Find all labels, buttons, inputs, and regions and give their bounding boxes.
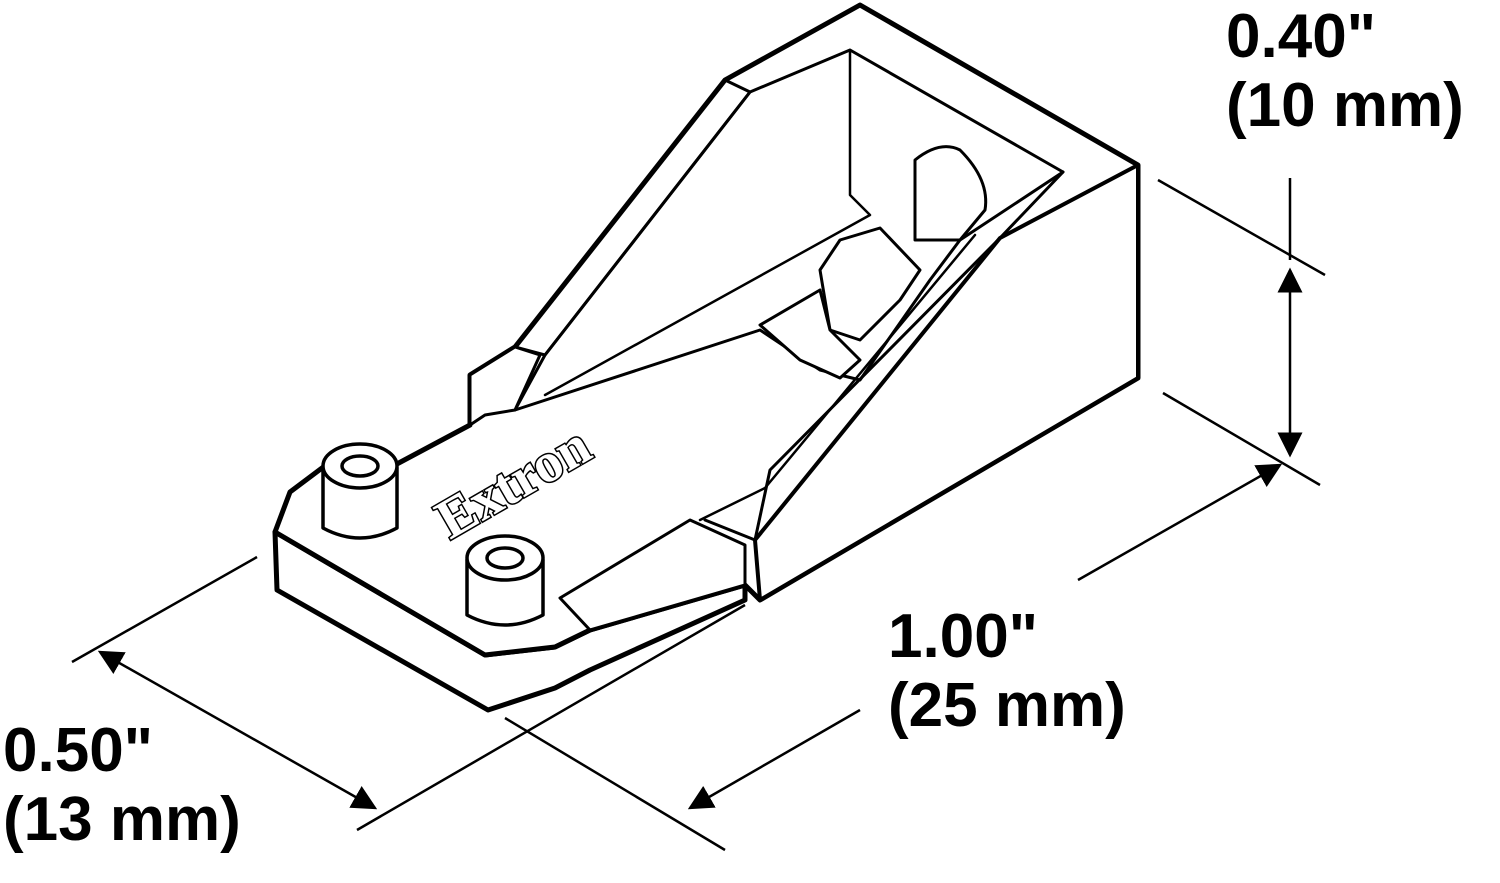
length-metric: (25 mm) <box>888 671 1126 741</box>
ramp-lower-edge <box>698 233 977 522</box>
height-extension-top <box>1157 178 1326 277</box>
height-extension-bottom <box>1162 391 1321 487</box>
height-dimension-label: 0.40" (10 mm) <box>1226 2 1464 141</box>
height-metric: (10 mm) <box>1226 71 1464 141</box>
length-dimension-label: 1.00" (25 mm) <box>888 602 1126 741</box>
dimension-lines <box>71 178 1326 852</box>
ramp-edge <box>703 236 1002 542</box>
latch-tongue <box>818 226 922 342</box>
housing-side-face <box>753 163 1140 602</box>
housing-inner-edge <box>543 48 872 397</box>
length-imperial: 1.00" <box>888 602 1039 671</box>
device-body <box>272 2 1141 713</box>
housing-right-rim <box>998 170 1065 240</box>
height-imperial: 0.40" <box>1226 2 1377 71</box>
length-base-line <box>356 603 746 832</box>
width-arrow <box>97 650 378 810</box>
width-metric: (13 mm) <box>3 785 241 855</box>
length-line-upper <box>1077 463 1283 582</box>
length-extension-left <box>504 716 726 852</box>
post-right <box>465 534 545 627</box>
post-left <box>321 442 399 540</box>
latch-tab <box>913 145 988 242</box>
width-extension-left <box>71 555 258 664</box>
width-imperial: 0.50" <box>3 716 154 785</box>
left-notch <box>468 345 542 427</box>
length-line-lower <box>687 708 861 810</box>
front-ledge <box>558 518 747 632</box>
latch-base <box>758 288 862 380</box>
width-dimension-label: 0.50" (13 mm) <box>3 716 241 855</box>
